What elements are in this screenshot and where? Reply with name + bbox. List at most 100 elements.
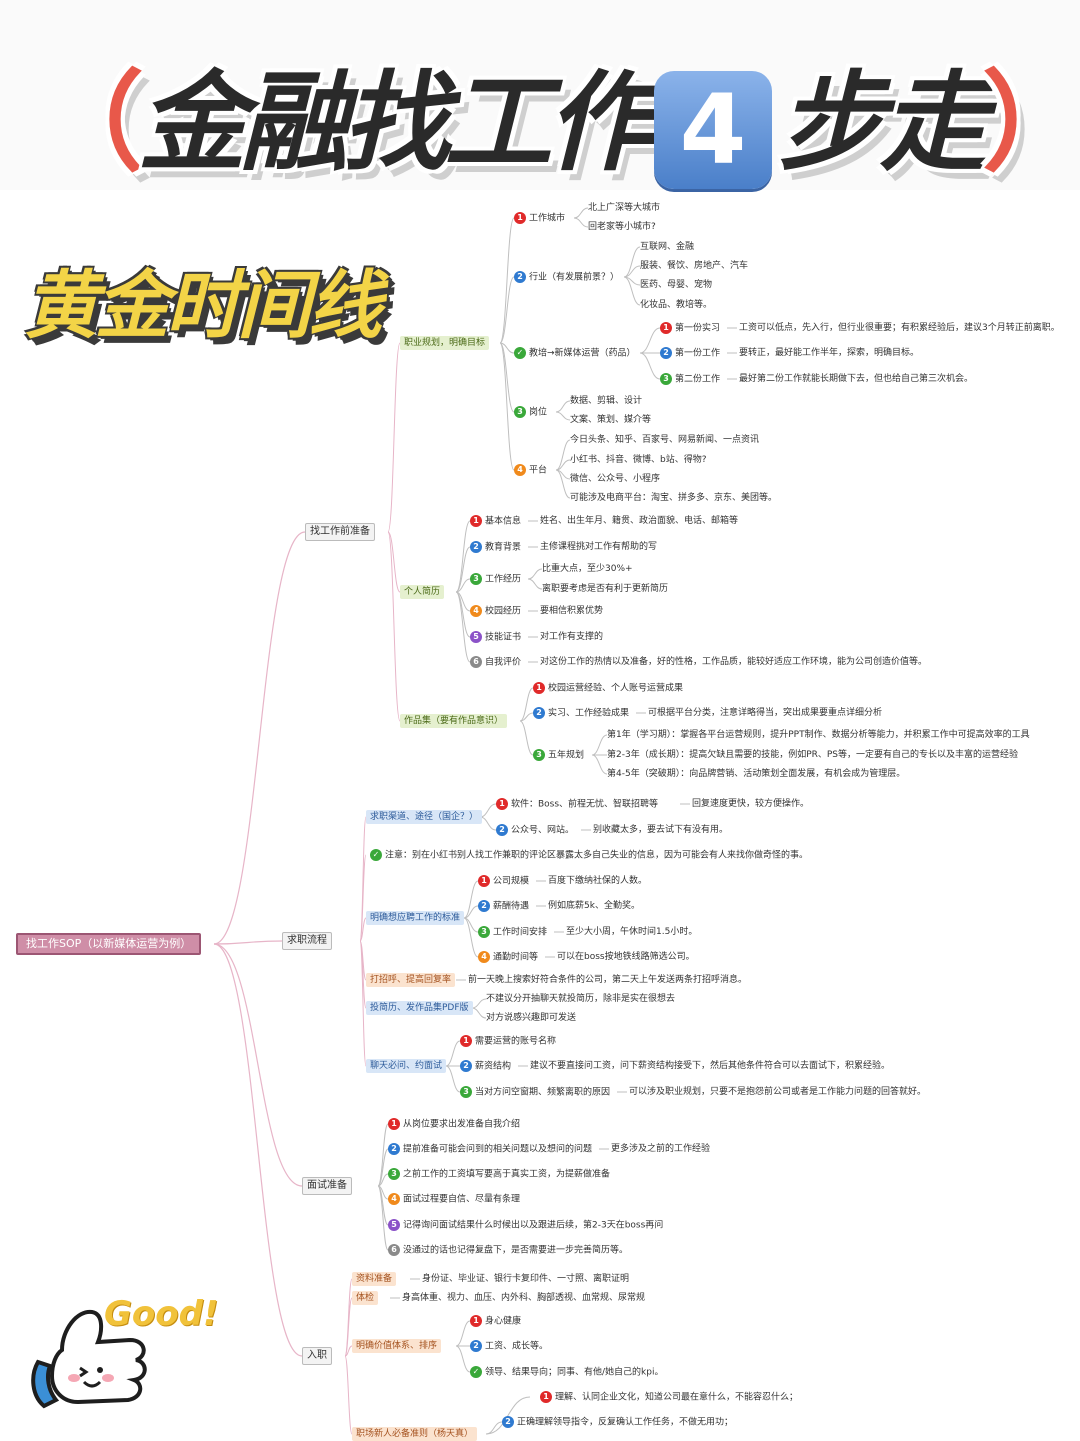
priority-5-icon: 5 bbox=[470, 631, 482, 643]
priority-1-icon: 1 bbox=[514, 212, 526, 224]
subtitle-golden-timeline: 黄金时间线 bbox=[24, 263, 382, 349]
map-link bbox=[639, 327, 661, 354]
map-link bbox=[573, 217, 589, 228]
map-item-detail: 最好第二份工作就能长期做下去，但也给自己第三次机会。 bbox=[739, 373, 973, 385]
check-icon: ✓ bbox=[470, 1366, 482, 1378]
exam-node: 体检 bbox=[352, 1291, 379, 1305]
node-text: 岗位 bbox=[529, 407, 548, 418]
node-text: 平台 bbox=[529, 465, 548, 476]
map-link bbox=[344, 1297, 353, 1357]
node-text: 工作时间安排 bbox=[493, 927, 548, 938]
map-link bbox=[471, 998, 487, 1009]
node-text: 对这份工作的热情以及准备，好的性格，工作品质，能较好适应工作环境，能为公司创造价… bbox=[540, 657, 928, 667]
work-leaf: 离职要考虑是否有利于更新简历 bbox=[542, 583, 668, 595]
node-text: 校园经历 bbox=[485, 606, 522, 617]
map-link bbox=[527, 578, 543, 590]
priority-4-icon: 4 bbox=[388, 1193, 400, 1205]
priority-2-icon: 2 bbox=[514, 271, 526, 283]
node-text: 文案、策划、媒介等 bbox=[570, 415, 652, 425]
priority-3-icon: 3 bbox=[533, 749, 545, 761]
node-text: 第2-3年（成长期）：提高欠缺且需要的技能，例如PR、PS等，一定要有自己的专长… bbox=[607, 750, 1019, 760]
post-leaf: 数据、剪辑、设计 bbox=[570, 395, 642, 407]
priority-3-icon: 3 bbox=[470, 573, 482, 585]
number-four-icon: 4 bbox=[654, 71, 773, 190]
priority-2-icon: 2 bbox=[660, 347, 672, 359]
map-link bbox=[573, 207, 589, 219]
node-text: 更多涉及之前的工作经验 bbox=[611, 1144, 711, 1154]
priority-3-icon: 3 bbox=[660, 373, 672, 385]
platform-leaf: 今日头条、知乎、百家号、网易新闻、一点资讯 bbox=[570, 434, 759, 446]
priority-4-icon: 4 bbox=[470, 605, 482, 617]
node-text: 基本信息 bbox=[485, 516, 522, 527]
map-item-detail: 工资可以低点，先入行，但行业很重要；有积累经验后，建议3个月转正前离职。 bbox=[739, 322, 1060, 334]
industry-leaf: 化妆品、教培等。 bbox=[640, 299, 712, 311]
node-text: 微信、公众号、小程序 bbox=[570, 474, 661, 484]
node-text: 回老家等小城市? bbox=[588, 222, 656, 232]
node-text: 对工作有支撑的 bbox=[540, 632, 604, 642]
check-icon: ✓ bbox=[370, 849, 382, 861]
node-text: 提前准备可能会问到的相关问题以及想问的问题 bbox=[403, 1144, 593, 1155]
map-link bbox=[213, 943, 303, 1357]
priority-1-icon: 1 bbox=[470, 515, 482, 527]
priority-2-icon: 2 bbox=[533, 707, 545, 719]
node-text: 第一份实习 bbox=[675, 323, 721, 334]
map-link bbox=[499, 276, 515, 344]
priority-3-icon: 3 bbox=[514, 406, 526, 418]
thumbs-up-sticker-icon bbox=[31, 1309, 147, 1409]
node-text: 别收藏太多，要去试下有没有用。 bbox=[593, 825, 729, 835]
node-text: 姓名、出生年月、籍贯、政治面貌、电话、邮箱等 bbox=[540, 516, 739, 526]
criteria-node: 明确想应聘工作的标准 bbox=[366, 911, 465, 925]
note-node: ✓注意：别在小红书别人找工作兼职的评论区暴露太多自己失业的信息，因为可能会有人来… bbox=[370, 849, 808, 862]
map-link bbox=[387, 531, 401, 593]
node-text: 回复速度更快，较方便操作。 bbox=[692, 799, 810, 809]
node-text: 薪酬待遇 bbox=[493, 901, 530, 912]
map-link bbox=[463, 880, 479, 919]
node-text: 第1年（学习期）：掌握各平台运营规则，提升PPT制作、数据分析等能力，并积累工作… bbox=[607, 730, 1030, 740]
node-text: 身份证、毕业证、银行卡复印件、一寸照、离职证明 bbox=[422, 1274, 630, 1284]
priority-6-icon: 6 bbox=[470, 656, 482, 668]
node-text: 可能涉及电商平台：淘宝、拼多多、京东、美团等。 bbox=[570, 493, 778, 503]
priority-1-icon: 1 bbox=[660, 322, 672, 334]
map-item-detail: 主修课程挑对工作有帮助的写 bbox=[540, 541, 657, 553]
map-item-detail: 建议不要直接问工资，问下薪资结构接受下，然后其他条件符合可以去面试下，积累经验。 bbox=[530, 1060, 890, 1072]
node-text: 入职 bbox=[307, 1350, 327, 1361]
node-text: 资料准备 bbox=[356, 1274, 393, 1284]
node-text: 建议不要直接问工资，问下薪资结构接受下，然后其他条件符合可以去面试下，积累经验。 bbox=[530, 1061, 891, 1071]
map-item-detail: 对这份工作的热情以及准备，好的性格，工作品质，能较好适应工作环境，能为公司创造价… bbox=[540, 656, 927, 668]
map-link bbox=[555, 469, 571, 499]
priority-6-icon: 6 bbox=[388, 1244, 400, 1256]
node-text: 当对方问空窗期、频繁离职的原因 bbox=[475, 1087, 611, 1098]
map-link bbox=[377, 1173, 389, 1187]
priority-3-icon: 3 bbox=[478, 926, 490, 938]
node-text: 互联网、金融 bbox=[640, 242, 695, 252]
node-text: 公司规模 bbox=[493, 876, 530, 887]
node-text: 工资可以低点，先入行，但行业很重要；有积累经验后，建议3个月转正前离职。 bbox=[739, 323, 1060, 333]
map-link bbox=[387, 342, 401, 533]
node-text: 主修课程挑对工作有帮助的写 bbox=[540, 542, 658, 552]
plan-node: 职业规划，明确目标 bbox=[400, 336, 490, 350]
node-text: 软件：Boss、前程无忧、智联招聘等 bbox=[511, 799, 659, 810]
resume-node: 个人简历 bbox=[400, 585, 445, 599]
node-text: 公众号、网站。 bbox=[511, 825, 575, 836]
node-text: 例如底薪5k、全勤奖。 bbox=[548, 901, 640, 911]
priority-2-icon: 2 bbox=[388, 1143, 400, 1155]
node-text: 明确想应聘工作的标准 bbox=[370, 913, 461, 923]
channel-node: 求职渠道、途径（国企？） bbox=[366, 810, 483, 824]
map-link bbox=[213, 943, 303, 1187]
map-link bbox=[499, 342, 515, 354]
node-text: 聊天必问、约面试 bbox=[370, 1061, 443, 1071]
node-text: 百度下缴纳社保的人数。 bbox=[548, 876, 648, 886]
